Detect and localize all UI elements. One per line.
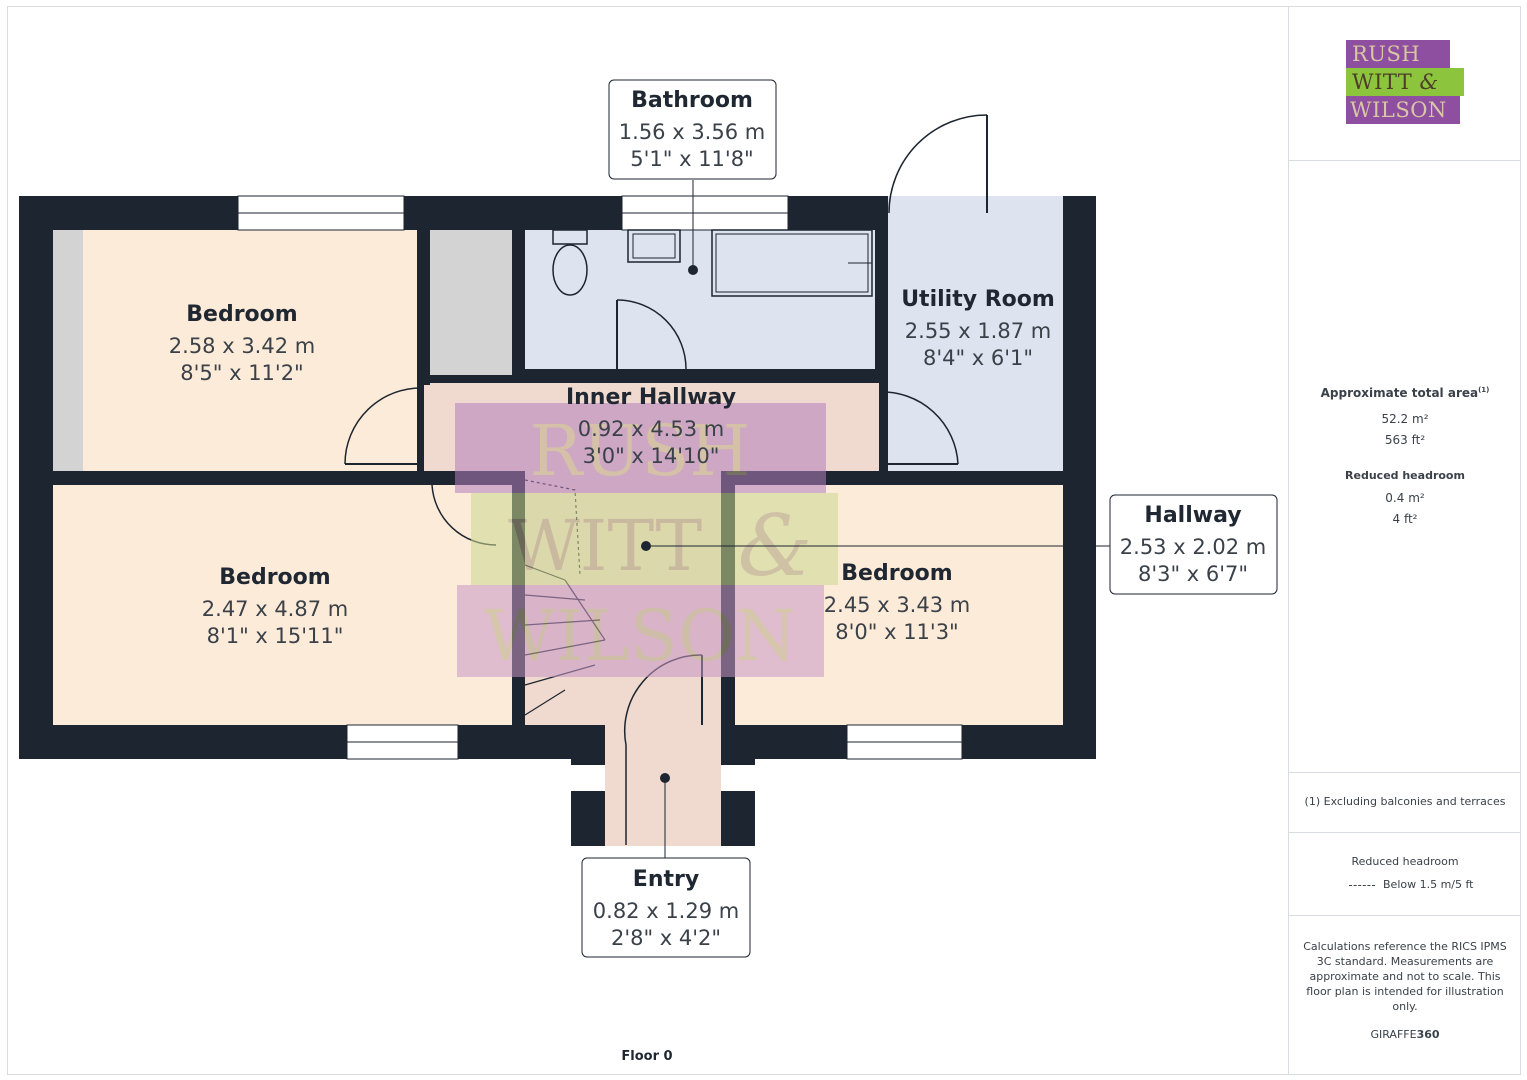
- door-swing: [616, 299, 687, 370]
- svg-text:2.47 x 4.87 m: 2.47 x 4.87 m: [202, 597, 348, 621]
- logo-row-1: RUSH: [1346, 40, 1450, 68]
- svg-text:3'0" x 14'10": 3'0" x 14'10": [583, 444, 720, 468]
- porch-opening: [605, 725, 721, 745]
- svg-text:2.45 x 3.43 m: 2.45 x 3.43 m: [824, 593, 970, 617]
- callout-entry: Entry 0.82 x 1.29 m 2'8" x 4'2": [581, 857, 751, 958]
- wall-divider: [875, 196, 888, 383]
- sink: [627, 229, 681, 263]
- bathroom-marker: [688, 265, 698, 275]
- svg-text:1.56 x 3.56 m: 1.56 x 3.56 m: [619, 120, 765, 144]
- room-label-inner-hallway: Inner Hallway 0.92 x 4.53 m 3'0" x 14'10…: [566, 385, 736, 468]
- bathroom-floor: [525, 230, 875, 370]
- wall-divider: [512, 230, 525, 375]
- cupboard-floor: [430, 230, 512, 375]
- watermark-text-3: WILSON: [484, 595, 797, 677]
- window: [571, 765, 605, 791]
- svg-text:2.58 x 3.42 m: 2.58 x 3.42 m: [169, 334, 315, 358]
- watermark-text-1: RUSH: [530, 410, 751, 492]
- door-swing: [344, 387, 425, 465]
- dashed-line-icon: [1349, 884, 1375, 886]
- svg-text:Hallway: Hallway: [1144, 503, 1241, 528]
- svg-text:Inner Hallway: Inner Hallway: [566, 385, 736, 410]
- credit-logo: GIRAFFE360: [1370, 1028, 1440, 1041]
- entry-floor: [605, 725, 721, 846]
- svg-text:0.92 x 4.53 m: 0.92 x 4.53 m: [578, 417, 724, 441]
- svg-text:Utility Room: Utility Room: [901, 287, 1055, 312]
- floor-label: Floor 0: [621, 1049, 672, 1064]
- svg-text:0.82 x 1.29 m: 0.82 x 1.29 m: [593, 899, 739, 923]
- svg-text:8'0" x 11'3": 8'0" x 11'3": [835, 620, 958, 644]
- door-swing: [888, 114, 988, 214]
- reduced-ft2: 4 ft²: [1392, 512, 1418, 526]
- window: [721, 765, 755, 791]
- svg-text:Entry: Entry: [633, 867, 699, 892]
- bedroom-tl-floor: [53, 230, 417, 471]
- room-label-bedroom-br: Bedroom 2.45 x 3.43 m 8'0" x 11'3": [824, 561, 970, 644]
- svg-text:2.53 x 2.02 m: 2.53 x 2.02 m: [1120, 535, 1266, 559]
- svg-text:Bedroom: Bedroom: [186, 302, 297, 327]
- disclaimer: Calculations reference the RICS IPMS 3C …: [1303, 940, 1507, 1013]
- wall-divider: [512, 369, 875, 383]
- room-label-bedroom-tl: Bedroom 2.58 x 3.42 m 8'5" x 11'2": [169, 302, 315, 385]
- watermark-logo: RUSH WITT & WILSON: [455, 403, 838, 677]
- bedroom-bl-floor: [53, 485, 512, 725]
- callout-hallway: Hallway 2.53 x 2.02 m 8'3" x 6'7": [1109, 494, 1278, 595]
- svg-text:8'4" x 6'1": 8'4" x 6'1": [923, 346, 1033, 370]
- legend-title: Reduced headroom: [1351, 855, 1459, 868]
- wall-divider: [827, 471, 1063, 485]
- wall-divider: [53, 471, 424, 485]
- svg-text:8'5" x 11'2": 8'5" x 11'2": [180, 361, 303, 385]
- utility-floor: [888, 196, 1063, 471]
- total-area-heading: Approximate total area(1): [1320, 386, 1490, 400]
- entry-marker: [660, 773, 670, 783]
- svg-text:2.55 x 1.87 m: 2.55 x 1.87 m: [905, 319, 1051, 343]
- wall-divider: [417, 230, 430, 385]
- wardrobe-tl: [53, 230, 83, 471]
- callout-bathroom: Bathroom 1.56 x 3.56 m 5'1" x 11'8": [608, 79, 777, 180]
- svg-text:Bedroom: Bedroom: [219, 565, 330, 590]
- toilet: [552, 229, 588, 245]
- room-label-bedroom-bl: Bedroom 2.47 x 4.87 m 8'1" x 15'11": [202, 565, 348, 648]
- logo-row-3: WILSON: [1346, 96, 1460, 124]
- svg-text:2'8" x 4'2": 2'8" x 4'2": [611, 926, 721, 950]
- logo-row-2: WITT &: [1346, 68, 1464, 96]
- utility-door-opening: [888, 196, 990, 230]
- sidebar: RUSH WITT & WILSON Approximate total are…: [1288, 6, 1521, 1075]
- svg-text:Bedroom: Bedroom: [841, 561, 952, 586]
- room-label-utility: Utility Room 2.55 x 1.87 m 8'4" x 6'1": [901, 287, 1055, 370]
- total-area-m2: 52.2 m²: [1381, 412, 1429, 426]
- door-swing: [878, 391, 959, 465]
- svg-text:5'1" x 11'8": 5'1" x 11'8": [630, 147, 753, 171]
- svg-text:Bathroom: Bathroom: [631, 88, 753, 113]
- footnote: (1) Excluding balconies and terraces: [1304, 795, 1506, 808]
- brand-logo: RUSH WITT & WILSON: [1289, 6, 1521, 160]
- reduced-headroom-heading: Reduced headroom: [1345, 469, 1465, 482]
- svg-text:8'1" x 15'11": 8'1" x 15'11": [207, 624, 344, 648]
- floor-plan: RUSH WITT & WILSON Bedroom 2.58 x 3.42 m…: [19, 79, 1278, 1064]
- svg-text:8'3" x 6'7": 8'3" x 6'7": [1138, 562, 1248, 586]
- reduced-m2: 0.4 m²: [1385, 491, 1425, 505]
- hallway-marker: [641, 541, 651, 551]
- total-area-ft2: 563 ft²: [1384, 433, 1426, 447]
- page-frame: [7, 6, 1521, 1075]
- legend-item: Below 1.5 m/5 ft: [1349, 878, 1474, 891]
